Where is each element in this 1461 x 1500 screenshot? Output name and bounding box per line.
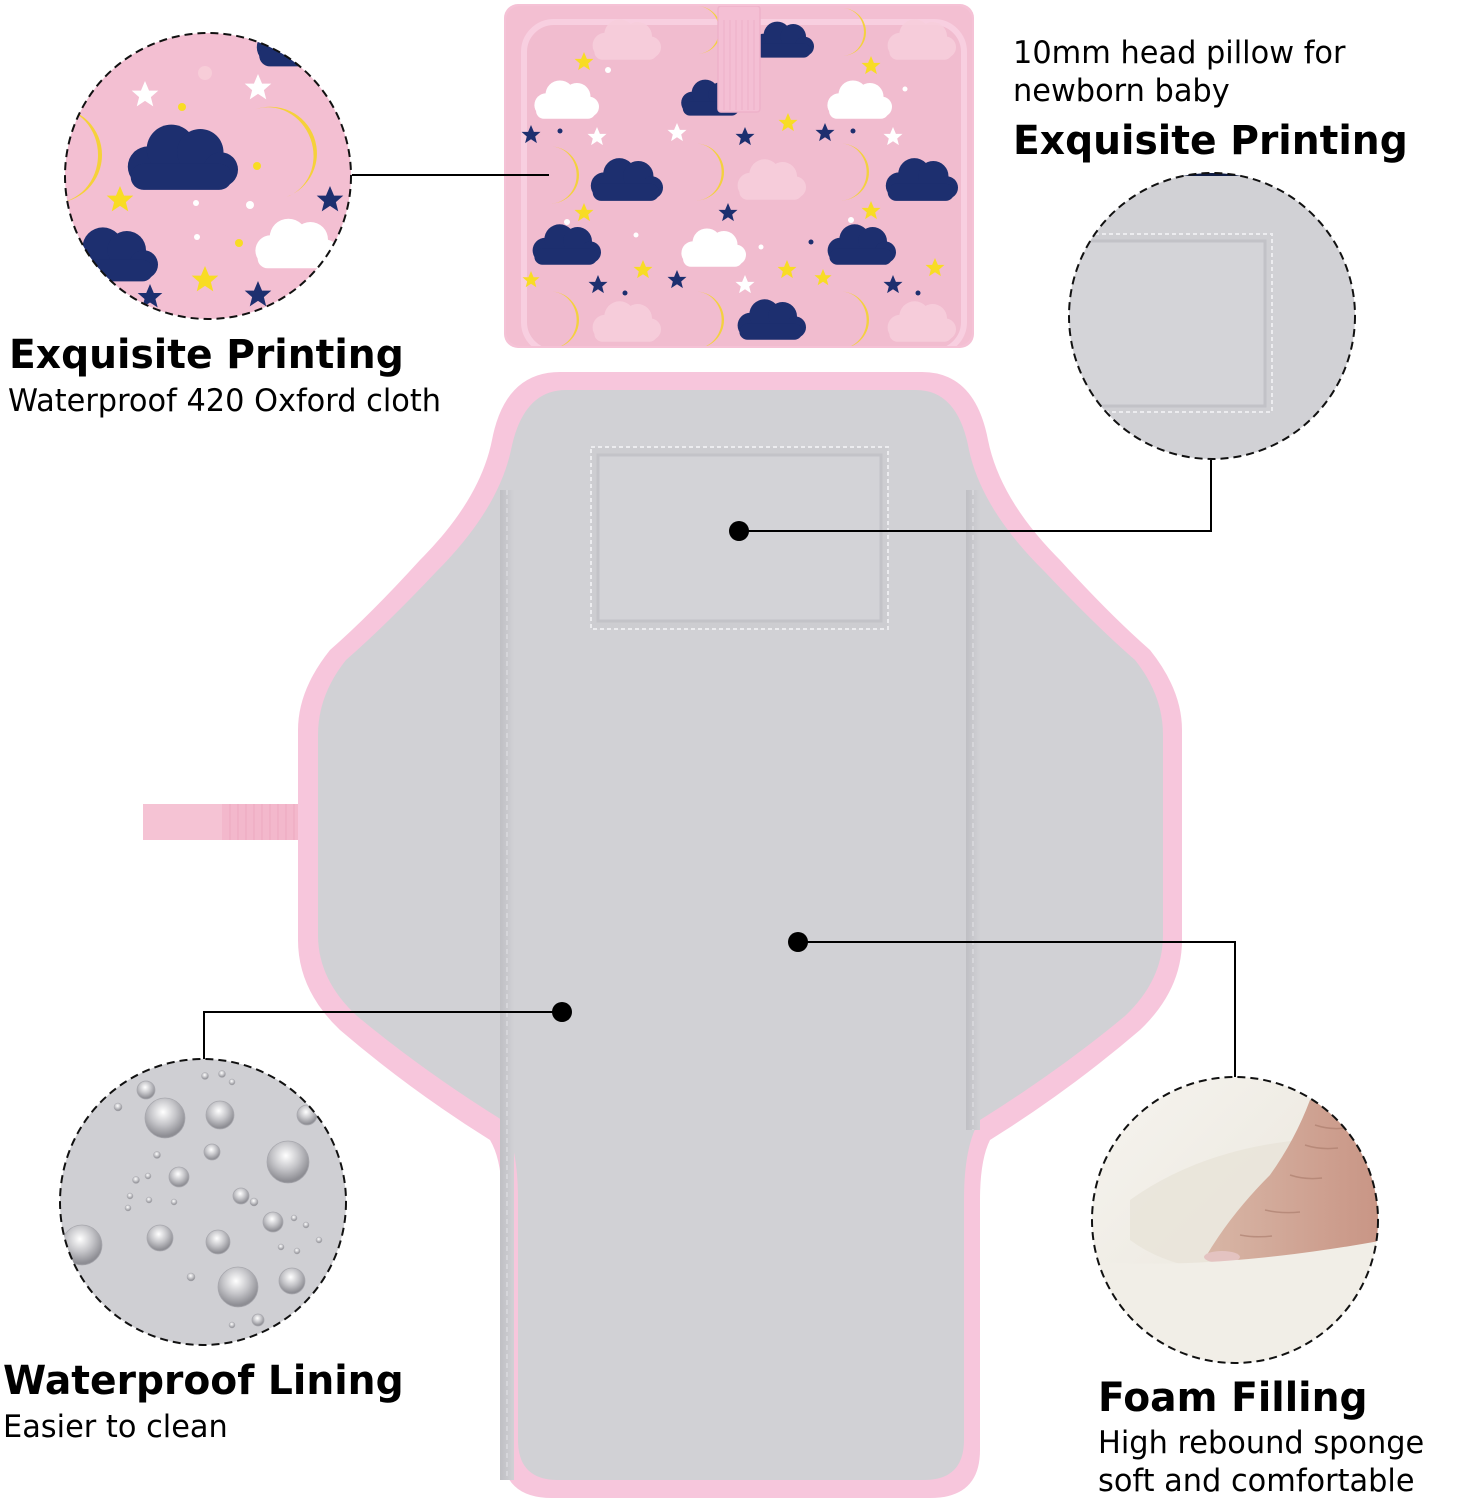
top-left-subtitle: Waterproof 420 Oxford cloth [8,383,442,419]
bottom-right-subtitle-line2: soft and comfortable [1098,1463,1415,1499]
callout-dots [552,521,808,1022]
bottom-right-subtitle-line1: High rebound sponge [1098,1425,1425,1461]
head-pillow-closeup [1068,172,1356,460]
top-left-title: Exquisite Printing [9,332,404,378]
bottom-left-subtitle: Easier to clean [3,1409,228,1445]
folded-pad-image [504,4,974,348]
water-droplets-closeup [59,1058,347,1346]
bottom-right-title: Foam Filling [1098,1375,1368,1421]
printed-fabric-closeup [64,32,352,320]
top-right-title: Exquisite Printing [1013,118,1408,164]
foam-press-closeup [1091,1076,1379,1364]
bottom-left-title: Waterproof Lining [3,1358,404,1404]
callout-connectors [203,174,1236,1077]
top-right-caption-line2: newborn baby [1013,73,1230,109]
open-pad-image [143,372,1182,1498]
top-right-caption-line1: 10mm head pillow for [1013,35,1346,71]
side-strap [143,804,301,840]
